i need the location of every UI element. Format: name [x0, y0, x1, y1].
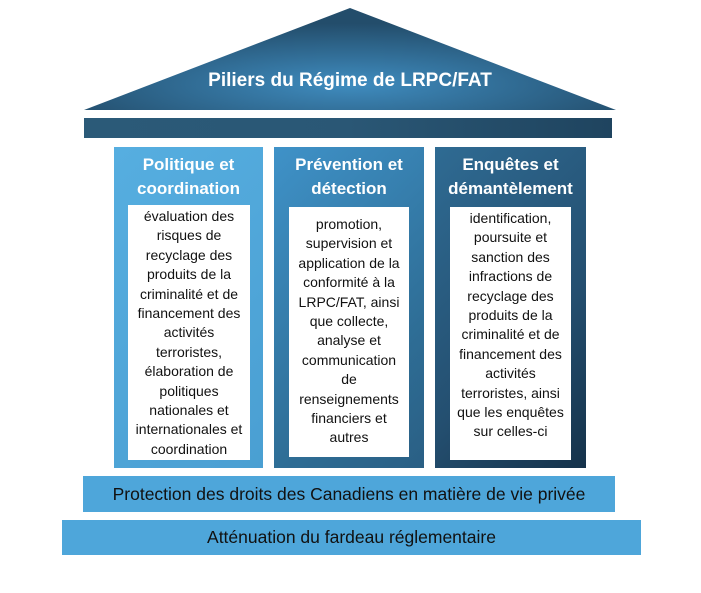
foundation-privacy: Protection des droits des Canadiens en m… — [83, 476, 615, 512]
pillar-heading: Enquêtes et démantèlement — [448, 155, 573, 198]
pillar-policy-coordination: Politique et coordination évaluation des… — [114, 147, 263, 468]
pillar-description: promotion, supervision et application de… — [289, 207, 409, 457]
pillar-prevention-detection: Prévention et détection promotion, super… — [274, 147, 424, 468]
pillar-description: identification, poursuite et sanction de… — [450, 207, 571, 460]
foundation-regulatory-burden: Atténuation du fardeau réglementaire — [62, 520, 641, 555]
pillar-heading: Prévention et détection — [295, 155, 403, 198]
roof-beam — [84, 118, 612, 138]
pillar-investigation-disruption: Enquêtes et démantèlement identification… — [435, 147, 586, 468]
pillar-heading: Politique et coordination — [137, 155, 240, 198]
roof — [84, 8, 616, 110]
pillar-description: évaluation des risques de recyclage des … — [128, 205, 250, 460]
diagram-title: Piliers du Régime de LRPC/FAT — [208, 70, 492, 91]
